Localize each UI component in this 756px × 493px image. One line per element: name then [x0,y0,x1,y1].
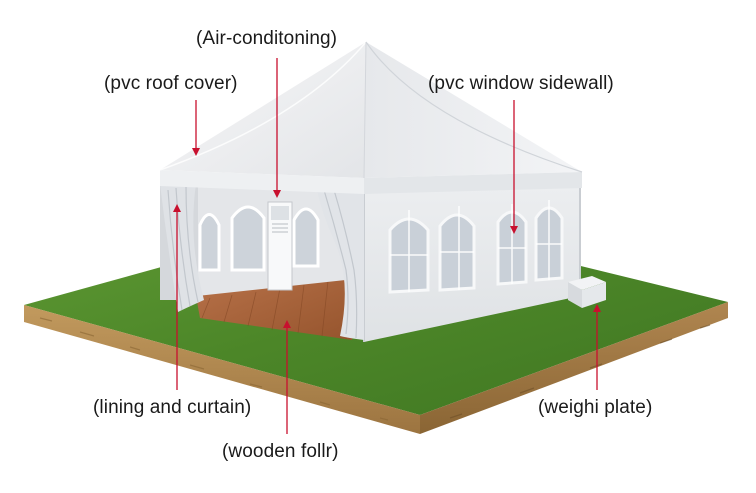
curtain-right [316,186,364,340]
label-lining-and-curtain: (lining and curtain) [93,397,252,418]
curtain-left [160,184,204,312]
label-weight-plate: (weighi plate) [538,397,653,418]
label-pvc-roof-cover: (pvc roof cover) [104,73,238,94]
back-windows [198,205,320,272]
callout-lines [173,58,601,434]
weight-plate [568,276,606,308]
air-conditioner-unit [267,201,293,291]
label-air-conditioning: (Air-conditoning) [196,28,338,49]
wooden-floor [196,270,368,340]
pvc-roof [159,41,583,194]
label-pvc-window-sidewall: (pvc window sidewall) [428,73,614,94]
label-wooden-floor: (wooden follr) [222,441,339,462]
